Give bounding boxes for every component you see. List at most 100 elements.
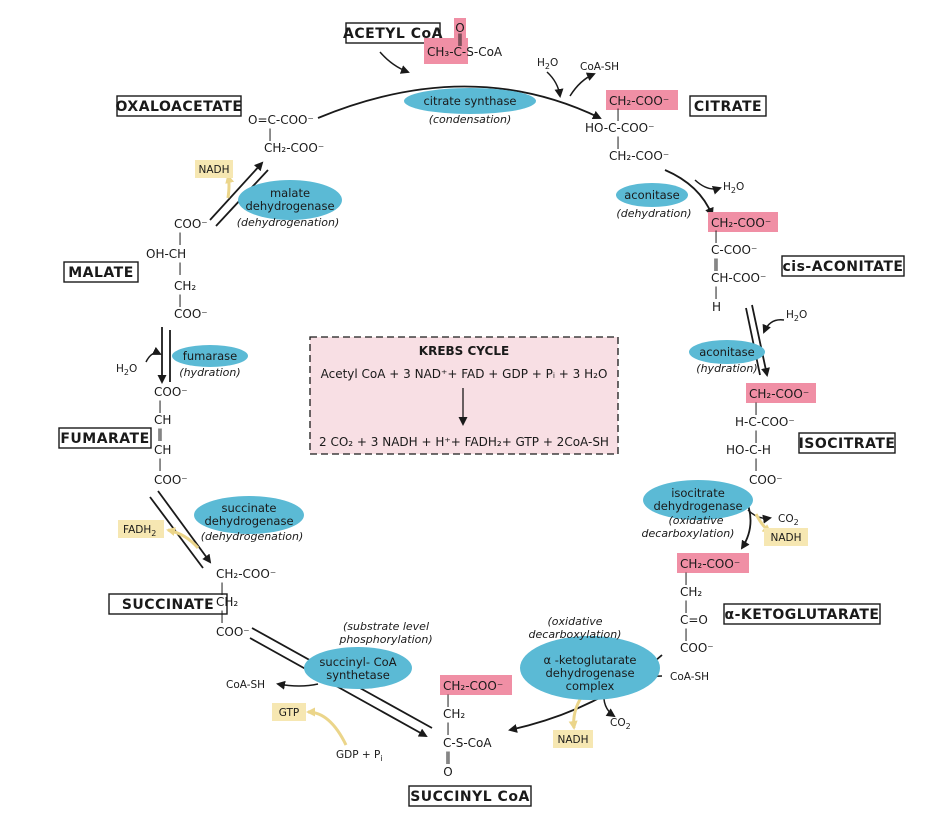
succoa-l1: CH₂-COO⁻	[443, 679, 503, 693]
summary-reactants: Acetyl CoA + 3 NAD⁺+ FAD + GDP + Pᵢ + 3 …	[321, 367, 608, 381]
summary-title: KREBS CYCLE	[419, 344, 509, 358]
oxalo-l2: CH₂-COO⁻	[264, 141, 324, 155]
coash-out-citrate	[569, 72, 596, 97]
h2o-in-citrate	[546, 71, 564, 98]
h2o-cs: H2O	[537, 57, 558, 71]
cofactor-arrows	[166, 174, 772, 746]
coash-out-scs	[276, 680, 319, 690]
co2-idh: CO2	[778, 513, 799, 527]
fum-b2: |	[158, 457, 162, 471]
enzyme-akdh-1: α -ketoglutarate	[544, 653, 637, 667]
enzyme-ellipses	[172, 88, 765, 700]
mal-l2: OH-CH	[146, 247, 186, 261]
fum-l4: COO⁻	[154, 473, 188, 487]
isocit-l4: COO⁻	[749, 473, 783, 487]
isocit-l2: H-C-COO⁻	[735, 415, 795, 429]
cisacon-b1: |	[714, 229, 718, 243]
h2o-acon1: H2O	[723, 181, 744, 195]
mal-b1: |	[178, 231, 182, 245]
citrate-l3: CH₂-COO⁻	[609, 149, 669, 163]
co2-akdh: CO2	[610, 717, 631, 731]
process-substrate-level-b: phosphorylation)	[338, 633, 432, 646]
process-condensation: (condensation)	[429, 113, 512, 126]
process-ox-decarb-1a: (oxidative	[669, 514, 724, 527]
label-alpha-ketoglutarate: α-KETOGLUTARATE	[724, 607, 879, 623]
enzyme-isocitrate-dh-1: isocitrate	[671, 486, 725, 500]
aketo-b3: |	[684, 627, 688, 641]
oxalo-l1: O=C-COO⁻	[248, 113, 314, 127]
summary-box: KREBS CYCLE Acetyl CoA + 3 NAD⁺+ FAD + G…	[309, 336, 619, 455]
enzyme-sdh-1: succinate	[221, 501, 276, 515]
fum-dbl: ‖	[157, 427, 163, 441]
isocit-b3: |	[754, 457, 758, 471]
enzyme-aconitase-1: aconitase	[624, 188, 680, 202]
aketo-b2: |	[684, 599, 688, 613]
process-ox-decarb-2a: (oxidative	[548, 615, 603, 628]
succoa-o: O	[443, 765, 452, 779]
arrow-oxalo-to-citrate	[317, 85, 602, 120]
compound-labels	[58, 22, 905, 807]
nadh-idh: NADH	[770, 532, 801, 544]
aketo-l2: CH₂	[680, 585, 702, 599]
nadh-arrow-mdh	[225, 174, 235, 199]
h2o-in-aconitase	[762, 319, 785, 334]
gtp-arrow	[306, 707, 348, 746]
label-fumarate: FUMARATE	[60, 431, 149, 447]
nadh-akdh: NADH	[557, 734, 588, 746]
fadh-arrow	[166, 527, 200, 549]
cisacon-l4: H	[712, 300, 721, 314]
enzyme-mdh-2: dehydrogenase	[245, 199, 334, 213]
side-arrows	[145, 51, 785, 718]
succoa-l2: CH₂	[443, 707, 465, 721]
succ-l2: CH₂	[216, 595, 238, 609]
succoa-l3: C-S-CoA	[443, 736, 492, 750]
h2o-acon2: H2O	[786, 309, 807, 323]
label-succinyl-coa: SUCCINYL CoA	[410, 789, 530, 805]
acetyl-in-arrow	[379, 51, 410, 74]
enzyme-akdh-2: dehydrogenase	[545, 666, 634, 680]
succoa-b1: |	[446, 693, 450, 707]
succoa-dbl: ‖	[445, 750, 451, 764]
fum-l2: CH	[154, 413, 171, 427]
cofactor-boxes	[118, 160, 808, 748]
gdp-scs: GDP + Pi	[336, 749, 383, 763]
compound-label-text: ACETYL CoA OXALOACETATE CITRATE cis-ACON…	[60, 26, 903, 805]
citrate-b2: |	[616, 135, 620, 149]
chem-structures: O ‖ CH₃-C-S-CoA O=C-COO⁻ | CH₂-COO⁻ CH₂-…	[146, 21, 809, 779]
label-isocitrate: ISOCITRATE	[799, 436, 896, 452]
enzyme-fumarase: fumarase	[183, 349, 237, 363]
isocit-l1: CH₂-COO⁻	[749, 387, 809, 401]
h2o-in-fumarase	[145, 346, 162, 363]
label-oxaloacetate: OXALOACETATE	[116, 99, 243, 115]
citrate-b1: |	[616, 107, 620, 121]
process-substrate-level-a: (substrate level	[343, 620, 429, 633]
aketo-l4: COO⁻	[680, 641, 714, 655]
coash-cs: CoA-SH	[580, 61, 619, 73]
process-dehydration: (dehydration)	[616, 207, 691, 220]
summary-products: 2 CO₂ + 3 NADH + H⁺+ FADH₂+ GTP + 2CoA-S…	[319, 435, 609, 449]
enzyme-scs-1: succinyl- CoA	[319, 655, 396, 669]
enzyme-text: citrate synthase (condensation) aconitas…	[179, 94, 757, 693]
cisacon-l2: C-COO⁻	[711, 243, 757, 257]
arrow-citrate-to-cisaconitate	[664, 169, 714, 217]
process-ox-decarb-2b: decarboxylation)	[529, 628, 622, 641]
nadh-arrow-akdh	[568, 695, 584, 730]
cisacon-b2: |	[714, 285, 718, 299]
mal-b2: |	[178, 261, 182, 275]
enzyme-aconitase-2: aconitase	[699, 345, 755, 359]
isocit-b2: |	[754, 429, 758, 443]
fadh2-sdh: FADH2	[123, 524, 156, 538]
arrow-mal-oxalo-a	[209, 161, 264, 221]
succ-l1: CH₂-COO⁻	[216, 567, 276, 581]
cisacon-l1: CH₂-COO⁻	[711, 216, 771, 230]
enzyme-isocitrate-dh-2: dehydrogenase	[653, 499, 742, 513]
succoa-b2: |	[446, 721, 450, 735]
enzyme-sdh-2: dehydrogenase	[204, 514, 293, 528]
enzyme-akdh-3: complex	[566, 679, 615, 693]
fum-b1: |	[158, 399, 162, 413]
mal-b3: |	[178, 293, 182, 307]
cisacon-l3: CH-COO⁻	[711, 271, 766, 285]
label-succinate: SUCCINATE	[122, 597, 214, 613]
label-citrate: CITRATE	[694, 99, 762, 115]
process-ox-decarb-1b: decarboxylation)	[642, 527, 735, 540]
